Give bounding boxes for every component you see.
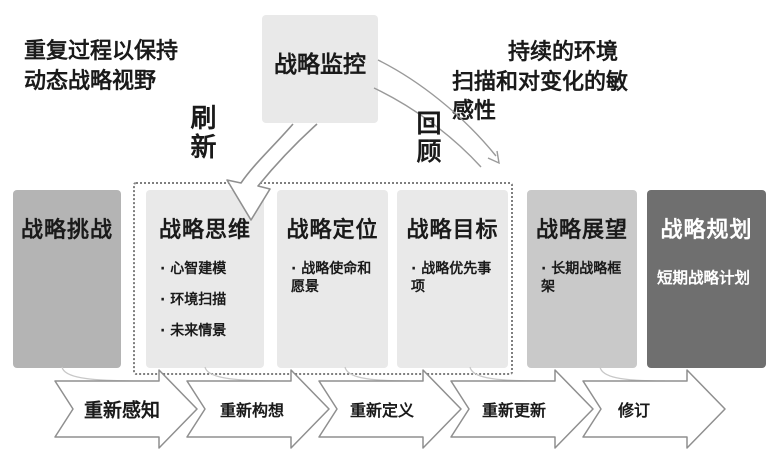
bullet-item: 长期战略框架 bbox=[541, 260, 629, 296]
stage-title: 战略目标 bbox=[406, 218, 499, 243]
stage-box-strategic-challenge: 战略挑战 bbox=[13, 190, 121, 368]
bottom-arrow-label-4: 重新更新 bbox=[481, 401, 547, 420]
stage-box-strategic-positioning: 战略定位 战略使命和愿景 bbox=[277, 190, 388, 368]
bullet-list: 心智建模 环境扫描 未来情景 bbox=[146, 260, 264, 341]
bullet-item: 未来情景 bbox=[160, 322, 256, 340]
bottom-arrow-label-1: 重新感知 bbox=[83, 399, 161, 422]
note-environment-scan: 持续的环境 扫描和对变化的敏 感性 bbox=[452, 38, 628, 127]
monitor-title: 战略监控 bbox=[274, 52, 366, 78]
bullet-item: 战略优先事项 bbox=[411, 260, 500, 296]
stage-box-strategic-thinking: 战略思维 心智建模 环境扫描 未来情景 bbox=[146, 190, 264, 368]
stage-box-strategic-outlook: 战略展望 长期战略框架 bbox=[527, 190, 637, 368]
review-arrowhead bbox=[487, 150, 500, 165]
note-line: 重复过程以保持 bbox=[24, 39, 179, 64]
bullet-list: 长期战略框架 bbox=[527, 260, 637, 296]
stage-title: 战略挑战 bbox=[20, 218, 113, 243]
stage-title: 战略定位 bbox=[286, 218, 379, 243]
bullet-item: 环境扫描 bbox=[160, 291, 256, 309]
note-line: 扫描和对变化的敏 bbox=[452, 69, 629, 95]
stage-subtitle: 短期战略计划 bbox=[657, 269, 751, 287]
note-dynamic-vision: 重复过程以保持 动态战略视野 bbox=[24, 37, 178, 96]
note-line: 动态战略视野 bbox=[24, 68, 157, 94]
stage-title: 战略思维 bbox=[158, 218, 251, 243]
bottom-arrow-label-3: 重新定义 bbox=[349, 401, 415, 420]
stage-box-strategic-goals: 战略目标 战略优先事项 bbox=[397, 190, 508, 368]
bullet-list: 战略使命和愿景 bbox=[277, 260, 388, 296]
stage-title: 战略规划 bbox=[660, 218, 753, 243]
review-label: 回顾 bbox=[413, 110, 442, 166]
monitor-box: 战略监控 bbox=[262, 15, 378, 123]
bottom-arrow-label-5: 修订 bbox=[617, 401, 651, 420]
bullet-item: 心智建模 bbox=[160, 260, 256, 278]
bottom-arrow-label-2: 重新构想 bbox=[219, 401, 285, 420]
refresh-label: 刷新 bbox=[186, 104, 216, 162]
note-line: 感性 bbox=[452, 99, 497, 125]
stage-title: 战略展望 bbox=[535, 218, 628, 243]
stage-box-strategic-planning: 战略规划 短期战略计划 bbox=[647, 190, 766, 368]
bullet-item: 战略使命和愿景 bbox=[291, 260, 380, 296]
bullet-list: 战略优先事项 bbox=[397, 260, 508, 296]
note-line: 持续的环境 bbox=[508, 40, 619, 65]
bottom-arrow-shape-5 bbox=[582, 369, 726, 449]
